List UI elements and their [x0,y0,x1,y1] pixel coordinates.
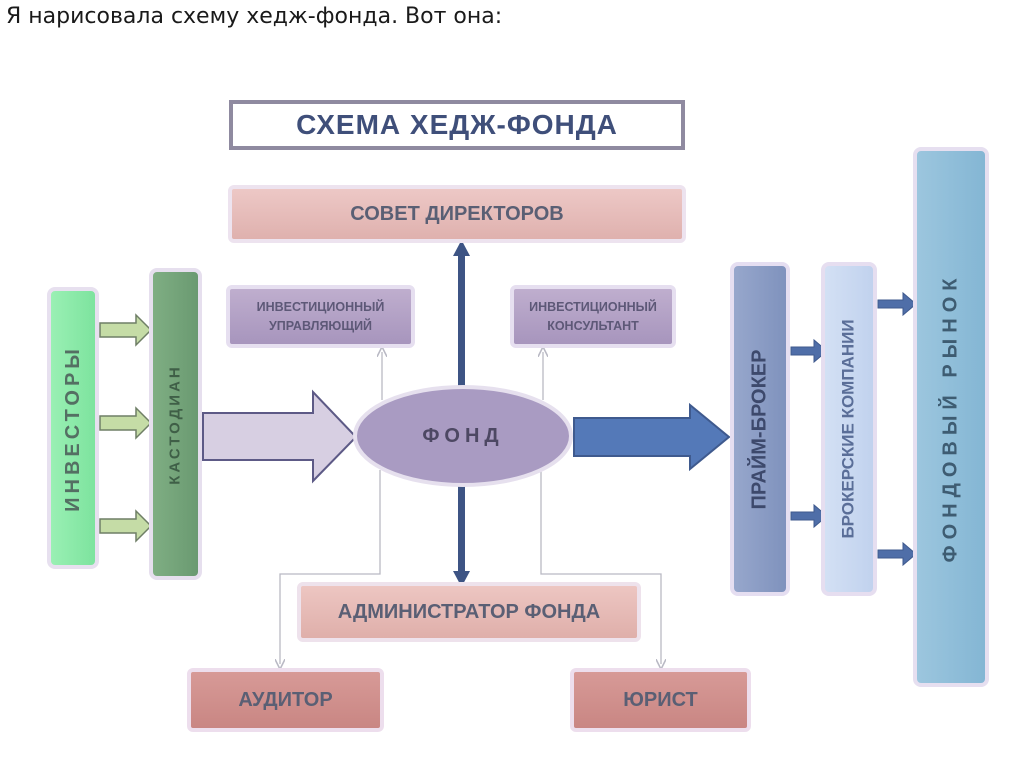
investment-manager-box: ИНВЕСТИЦИОННЫЙ УПРАВЛЯЮЩИЙ [226,285,415,348]
fund-to-auditor-line [280,470,381,664]
prime-to-broker-arrows [790,338,828,529]
fund-to-lawyer-line [540,470,661,664]
brokerage-companies-box: БРОКЕРСКИЕ КОМПАНИИ [821,262,877,596]
fund-to-prime-arrow [573,402,731,472]
prime-broker-arrow-1 [790,338,828,364]
investment-consultant-line2: КОНСУЛЬТАНТ [547,318,639,333]
stock-market-box: ФОНДОВЫЙ РЫНОК [913,147,989,687]
investment-manager-line1: ИНВЕСТИЦИОННЫЙ [256,299,385,314]
lawyer-box: ЮРИСТ [570,668,751,732]
fund-to-admin-shaft [458,478,465,573]
brokerage-companies-label: БРОКЕРСКИЕ КОМПАНИИ [839,319,858,539]
custodian-box: КАСТОДИАН [149,268,202,580]
prime-broker-arrow-2 [790,503,828,529]
broker-to-market-arrows [877,291,917,567]
prime-broker-box: ПРАЙМ-БРОКЕР [730,262,790,596]
central-arrows [453,240,470,587]
thin-connectors [280,352,661,664]
investor-arrow-2 [99,406,153,440]
diagram-title: СХЕМА ХЕДЖ-ФОНДА [229,100,685,150]
auditor-box: АУДИТОР [187,668,384,732]
investment-consultant-box: ИНВЕСТИЦИОННЫЙ КОНСУЛЬТАНТ [510,285,676,348]
investor-arrow-1 [99,313,153,347]
investors-label: ИНВЕСТОРЫ [61,344,84,512]
broker-market-arrow-2 [877,541,917,567]
stock-market-label: ФОНДОВЫЙ РЫНОК [939,272,962,562]
investment-manager-line2: УПРАВЛЯЮЩИЙ [268,318,373,333]
fund-label: ФОНД [422,424,504,447]
investor-arrow-3 [99,509,153,543]
investment-consultant-line1: ИНВЕСТИЦИОННЫЙ [529,299,657,314]
fund-ellipse [353,385,573,487]
fund-to-admin-arrowhead [453,571,470,587]
prime-broker-label: ПРАЙМ-БРОКЕР [748,349,771,509]
investor-arrows [99,313,153,543]
custodian-label: КАСТОДИАН [167,363,184,485]
broker-market-arrow-1 [877,291,917,317]
board-of-directors-box: СОВЕТ ДИРЕКТОРОВ [228,185,686,243]
fund-to-board-arrowhead [453,240,470,256]
intro-text: Я нарисовала схему хедж-фонда. Вот она: [6,4,503,29]
fund-to-board-shaft [458,252,465,390]
custodian-to-fund-arrow [202,389,358,484]
fund-administrator-box: АДМИНИСТРАТОР ФОНДА [297,582,641,642]
investors-box: ИНВЕСТОРЫ [47,287,99,569]
